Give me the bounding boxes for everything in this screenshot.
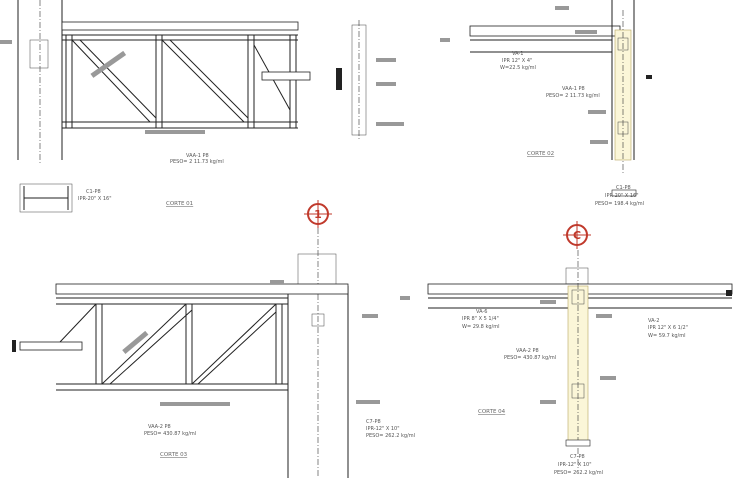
detail-corte-01: VAA-1 P8 PESO= 2 11.73 kg/ml C1-P8 IPR-2… [0,0,404,213]
beam-label: VAA-1 P8 [186,153,209,159]
detail-corte-03: 1 VAA-2 P8 PESO= 430.87 kg/ml CORTE 03 C… [12,200,415,478]
beam-left-profile: IPR 8" X 5 1/4" [462,316,499,322]
column-profile: IPR-20" X 16" [78,196,112,202]
detail-corte-02: VA-1 IPR 12" X 4" W=22.5 kg/ml VAA-1 P8 … [440,0,652,207]
girder-label: VAA-1 P8 [562,86,585,92]
beam-left-weight: W= 29.8 kg/ml [462,324,499,330]
column-label: C7-P8 [570,454,585,460]
beam-right-weight: W= 59.7 kg/ml [648,333,685,339]
beam-weight: W=22.5 kg/ml [500,65,536,71]
section-caption: CORTE 02 [527,151,554,157]
column-profile: IPR-12" X 10" [366,426,400,432]
column-label: C7-P8 [366,419,381,425]
section-caption: CORTE 03 [160,452,188,458]
column-weight: PESO= 262.2 kg/ml [366,433,415,439]
girder-weight: PESO= 430.87 kg/ml [504,355,556,361]
grid-marker-label: 1 [314,208,322,221]
column-profile: IPR-12" X 10" [558,462,592,468]
girder-label: VAA-2 P8 [516,348,539,354]
beam-right-label: VA-2 [648,318,659,324]
grid-marker-c: C [563,221,591,249]
column-weight: PESO= 198.4 kg/ml [595,201,644,207]
girder-weight: PESO= 2 11.73 kg/ml [546,93,600,99]
column-label: C1-P8 [616,185,631,191]
column-weight: PESO= 262.2 kg/ml [554,470,603,476]
beam-right-profile: IPR 12" X 6 1/2" [648,325,688,331]
beam-weight: PESO= 430.87 kg/ml [144,431,196,437]
column-profile: IPR-20" X 16" [605,193,639,199]
section-caption: CORTE 04 [478,409,506,415]
beam-left-label: VA-6 [476,309,487,315]
beam-profile: IPR 12" X 4" [502,58,532,64]
section-caption: CORTE 01 [166,201,193,207]
detail-corte-04: C VA-6 IPR 8" X 5 1/4" W= 29.8 kg/ml VA-… [400,221,733,476]
grid-marker-label: C [573,229,581,242]
column-label: C1-P8 [86,189,101,195]
beam-label: VA-1 [512,51,523,57]
grid-marker-1: 1 [304,200,332,228]
beam-weight: PESO= 2 11.73 kg/ml [170,159,224,165]
beam-label: VAA-2 P8 [148,424,171,430]
